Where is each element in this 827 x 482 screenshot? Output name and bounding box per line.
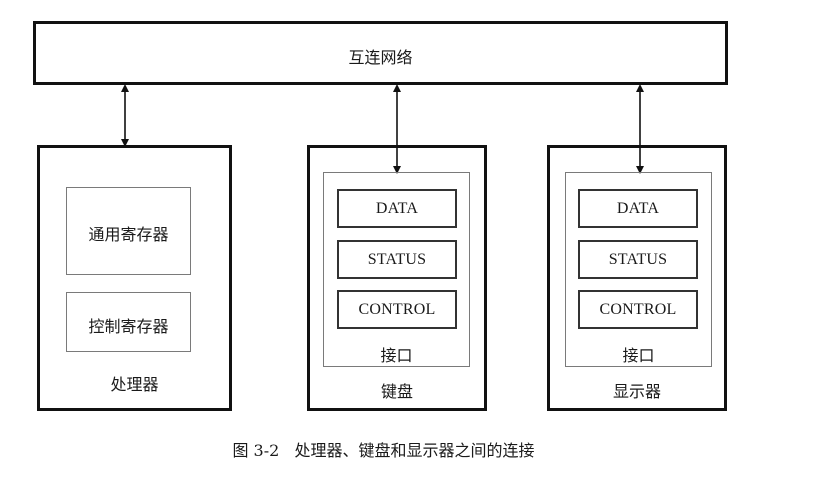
- interconnect-network-box: [33, 21, 728, 85]
- display-box: [547, 145, 727, 411]
- general-register-box: [66, 187, 191, 275]
- display-status-label: STATUS: [608, 251, 668, 268]
- display-control-label: CONTROL: [599, 301, 677, 318]
- control-register-label: 控制寄存器: [88, 317, 169, 336]
- keyboard-label: 键盘: [380, 382, 413, 401]
- display-data-label: DATA: [616, 200, 660, 217]
- display-label: 显示器: [612, 382, 661, 401]
- control-register-box: [66, 292, 191, 352]
- keyboard-status-register: [337, 240, 457, 279]
- keyboard-status-label: STATUS: [367, 251, 427, 268]
- keyboard-interface-label: 接口: [380, 346, 413, 365]
- general-register-label: 通用寄存器: [88, 225, 169, 244]
- display-interface-label: 接口: [622, 346, 655, 365]
- keyboard-control-register: [337, 290, 457, 329]
- keyboard-data-label: DATA: [375, 200, 419, 217]
- keyboard-control-label: CONTROL: [358, 301, 436, 318]
- processor-label: 处理器: [110, 375, 159, 394]
- display-control-register: [578, 290, 698, 329]
- keyboard-box: [307, 145, 487, 411]
- processor-box: [37, 145, 232, 411]
- display-status-register: [578, 240, 698, 279]
- keyboard-data-register: [337, 189, 457, 228]
- keyboard-interface-box: [323, 172, 470, 367]
- interconnect-network-label: 互连网络: [348, 48, 413, 67]
- figure-caption: 图 3-2 处理器、键盘和显示器之间的连接: [232, 441, 535, 460]
- display-interface-box: [565, 172, 712, 367]
- display-data-register: [578, 189, 698, 228]
